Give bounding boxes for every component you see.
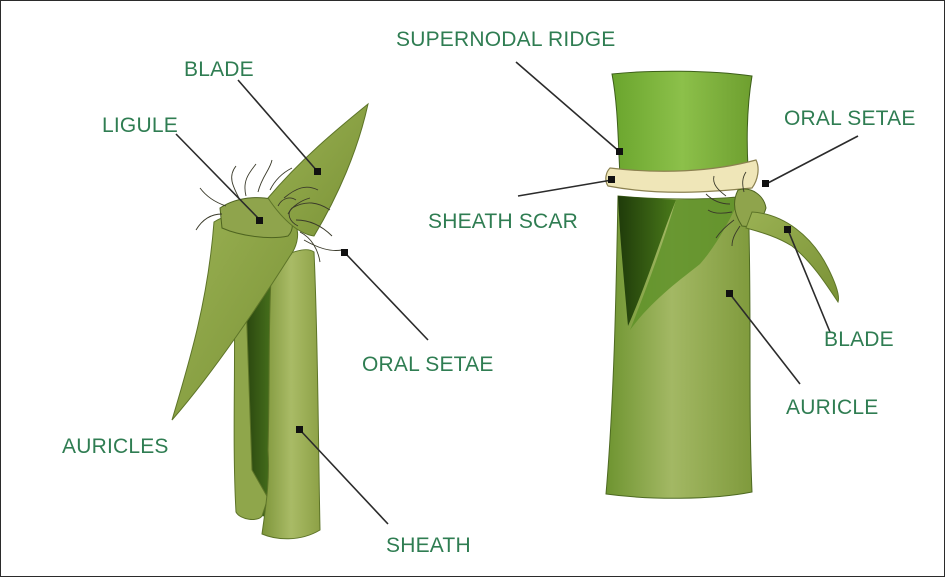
dot-sheath-scar — [608, 176, 615, 183]
right-blade-shape — [746, 212, 839, 302]
leader-sheath-scar — [518, 180, 612, 196]
label-sheath: SHEATH — [386, 534, 471, 557]
leader-blade-left — [238, 80, 318, 172]
labels: BLADE LIGULE ORAL SETAE AURICLES SHEATH … — [62, 28, 916, 557]
label-sheath-scar: SHEATH SCAR — [428, 210, 578, 233]
label-oral-setae-left: ORAL SETAE — [362, 353, 494, 376]
dot-supernodal-ridge — [616, 148, 623, 155]
dot-oral-setae-right — [762, 180, 769, 187]
leader-oral-setae-right — [766, 136, 858, 184]
dot-auricle — [726, 290, 733, 297]
leader-supernodal-ridge — [516, 62, 620, 152]
dot-sheath — [296, 426, 303, 433]
dot-blade-right — [784, 226, 791, 233]
dot-ligule — [256, 217, 263, 224]
right-culm-illustration — [606, 71, 839, 498]
label-oral-setae-right: ORAL SETAE — [784, 107, 916, 130]
dot-oral-setae-left — [341, 249, 348, 256]
dot-blade-left — [314, 168, 321, 175]
left-sheath-illustration — [172, 104, 368, 539]
leader-oral-setae-left — [346, 254, 428, 340]
culm-upper-internode — [612, 71, 752, 176]
label-supernodal-ridge: SUPERNODAL RIDGE — [396, 28, 615, 51]
label-blade-left: BLADE — [184, 58, 254, 81]
label-ligule: LIGULE — [102, 114, 178, 137]
sheath-front — [262, 250, 320, 539]
label-auricle: AURICLE — [786, 396, 878, 419]
label-blade-right: BLADE — [824, 328, 894, 351]
label-auricles: AURICLES — [62, 435, 169, 458]
